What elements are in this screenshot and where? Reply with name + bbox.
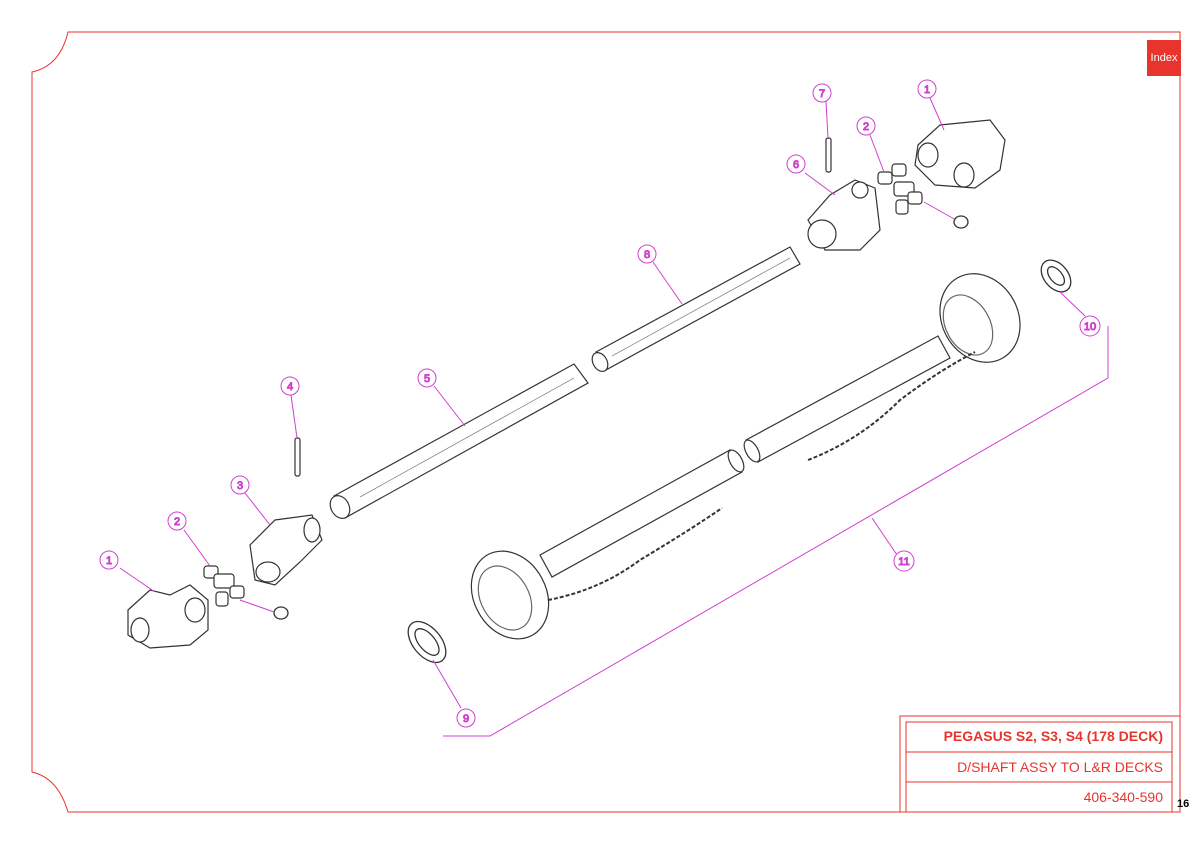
guard-tube-upper bbox=[743, 273, 1021, 463]
svg-text:5: 5 bbox=[424, 373, 430, 385]
cross-2-right bbox=[877, 163, 923, 215]
roll-pin-7 bbox=[825, 137, 832, 173]
svg-text:1: 1 bbox=[924, 84, 930, 96]
svg-text:10: 10 bbox=[1084, 321, 1096, 333]
safety-chain-upper bbox=[807, 351, 976, 461]
callout-4: 4 bbox=[280, 376, 300, 396]
callout-3: 3 bbox=[230, 475, 250, 495]
outer-tube-5 bbox=[329, 363, 589, 519]
title-block-frame bbox=[899, 715, 1180, 813]
callout-1-left: 1 bbox=[99, 550, 119, 570]
guard-tube-lower bbox=[470, 449, 745, 640]
callout-5: 5 bbox=[417, 368, 437, 388]
svg-text:2: 2 bbox=[174, 516, 180, 528]
page-number: 16 bbox=[1177, 798, 1190, 810]
part-number: 406-340-590 bbox=[1083, 789, 1163, 805]
svg-text:11: 11 bbox=[898, 556, 909, 568]
inner-tube-8 bbox=[591, 246, 801, 372]
svg-text:9: 9 bbox=[463, 713, 469, 725]
title-block: PEGASUS S2, S3, S4 (178 DECK) D/SHAFT AS… bbox=[906, 719, 1172, 811]
callout-2-right: 2 bbox=[856, 116, 876, 136]
leader-11-bracket bbox=[443, 326, 1109, 737]
circlip-left bbox=[273, 606, 289, 620]
svg-text:2: 2 bbox=[863, 121, 869, 133]
assembly-description: D/SHAFT ASSY TO L&R DECKS bbox=[957, 759, 1163, 775]
callout-8: 8 bbox=[637, 244, 657, 264]
callout-11: 11 bbox=[893, 550, 915, 572]
svg-text:8: 8 bbox=[644, 249, 650, 261]
callout-bubbles: 1 2 3 4 5 8 6 7 2 1 10 11 9 bbox=[99, 79, 1101, 728]
callout-leaders bbox=[119, 97, 1086, 709]
callout-6: 6 bbox=[786, 154, 806, 174]
roll-pin-4 bbox=[294, 437, 301, 477]
callout-2-left: 2 bbox=[167, 511, 187, 531]
cross-2-left bbox=[203, 565, 245, 607]
callout-9: 9 bbox=[456, 708, 476, 728]
bearing-ring-9 bbox=[407, 620, 447, 664]
yoke-6 bbox=[807, 179, 881, 251]
yoke-1-left bbox=[127, 584, 209, 649]
yoke-1-right bbox=[914, 119, 1006, 189]
callout-7: 7 bbox=[812, 83, 832, 103]
safety-chain-lower bbox=[547, 507, 723, 601]
circlip-right bbox=[953, 215, 969, 229]
bearing-ring-10 bbox=[1040, 259, 1072, 293]
drawing-border bbox=[31, 31, 1181, 813]
svg-text:6: 6 bbox=[793, 159, 799, 171]
index-button[interactable]: Index bbox=[1147, 40, 1181, 76]
svg-text:1: 1 bbox=[106, 555, 112, 567]
callout-10: 10 bbox=[1079, 315, 1101, 337]
yoke-3 bbox=[249, 514, 323, 586]
model-title: PEGASUS S2, S3, S4 (178 DECK) bbox=[943, 728, 1163, 744]
svg-text:4: 4 bbox=[287, 381, 293, 393]
callout-1-right: 1 bbox=[917, 79, 937, 99]
svg-text:3: 3 bbox=[237, 480, 243, 492]
leader-11 bbox=[871, 517, 898, 556]
svg-text:7: 7 bbox=[819, 88, 825, 100]
